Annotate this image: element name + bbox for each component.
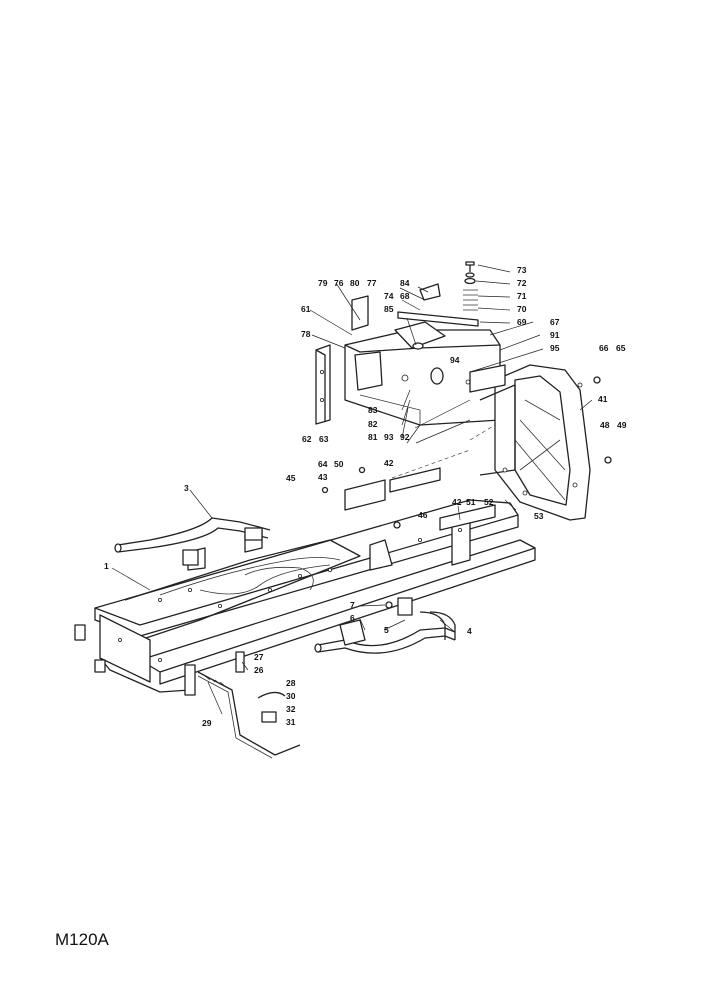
front-tube-bar bbox=[114, 517, 271, 566]
callout-41: 41 bbox=[598, 394, 608, 404]
callout-76: 76 bbox=[334, 278, 344, 288]
callout-labels: 1 3 4 5 6 7 26 27 28 29 30 31 32 41 42 4… bbox=[104, 265, 627, 728]
washer bbox=[393, 521, 401, 529]
callout-50: 50 bbox=[334, 459, 344, 469]
callout-65: 65 bbox=[616, 343, 626, 353]
mounting-bracket bbox=[469, 364, 506, 393]
callout-61: 61 bbox=[301, 304, 311, 314]
brake-linkage bbox=[197, 651, 301, 759]
callout-31: 31 bbox=[286, 717, 296, 727]
callout-51: 51 bbox=[466, 497, 476, 507]
callout-43: 43 bbox=[318, 472, 328, 482]
rail-brackets bbox=[344, 467, 496, 531]
callout-74: 74 bbox=[384, 291, 394, 301]
callout-93: 93 bbox=[384, 432, 394, 442]
callout-53: 53 bbox=[534, 511, 544, 521]
callout-81: 81 bbox=[368, 432, 378, 442]
callout-67: 67 bbox=[550, 317, 560, 327]
leader-lines bbox=[111, 264, 593, 715]
callout-32: 32 bbox=[286, 704, 296, 714]
callout-42-lower: 42 bbox=[452, 497, 462, 507]
diagram-code: M120A bbox=[55, 930, 110, 949]
rear-side-plate bbox=[479, 364, 591, 521]
callout-68: 68 bbox=[400, 291, 410, 301]
callout-46: 46 bbox=[418, 510, 428, 520]
callout-27: 27 bbox=[254, 652, 264, 662]
callout-49: 49 bbox=[617, 420, 627, 430]
callout-84: 84 bbox=[400, 278, 410, 288]
callout-3: 3 bbox=[184, 483, 189, 493]
rear-tube-bar bbox=[314, 597, 456, 654]
callout-66: 66 bbox=[599, 343, 609, 353]
callout-80: 80 bbox=[350, 278, 360, 288]
callout-83: 83 bbox=[368, 405, 378, 415]
callout-69: 69 bbox=[517, 317, 527, 327]
callout-64: 64 bbox=[318, 459, 328, 469]
callout-30: 30 bbox=[286, 691, 296, 701]
callout-71: 71 bbox=[517, 291, 527, 301]
callout-72: 72 bbox=[517, 278, 527, 288]
callout-77: 77 bbox=[367, 278, 377, 288]
callout-82: 82 bbox=[368, 419, 378, 429]
callout-52: 52 bbox=[484, 497, 494, 507]
callout-85: 85 bbox=[384, 304, 394, 314]
callout-28: 28 bbox=[286, 678, 296, 688]
callout-73: 73 bbox=[517, 265, 527, 275]
chassis-frame bbox=[74, 499, 536, 696]
callout-78: 78 bbox=[301, 329, 311, 339]
callout-79: 79 bbox=[318, 278, 328, 288]
callout-6: 6 bbox=[350, 613, 355, 623]
spring-assembly bbox=[351, 261, 479, 331]
callout-7: 7 bbox=[350, 600, 355, 610]
dashboard-panel bbox=[344, 321, 501, 426]
callout-92: 92 bbox=[400, 432, 410, 442]
callout-4: 4 bbox=[467, 626, 472, 636]
callout-62: 62 bbox=[302, 434, 312, 444]
assembly-guide-line bbox=[469, 424, 496, 441]
nut bbox=[385, 601, 393, 609]
callout-63: 63 bbox=[319, 434, 329, 444]
callout-91: 91 bbox=[550, 330, 560, 340]
callout-70: 70 bbox=[517, 304, 527, 314]
callout-1: 1 bbox=[104, 561, 109, 571]
side-bracket bbox=[315, 344, 331, 425]
callout-45: 45 bbox=[286, 473, 296, 483]
callout-94: 94 bbox=[450, 355, 460, 365]
callout-42-upper: 42 bbox=[384, 458, 394, 468]
washer-65 bbox=[593, 376, 601, 384]
callout-26: 26 bbox=[254, 665, 264, 675]
bolt-45 bbox=[321, 486, 329, 494]
callout-95: 95 bbox=[550, 343, 560, 353]
bolt-50 bbox=[358, 466, 366, 474]
nut-49 bbox=[604, 456, 612, 464]
callout-48: 48 bbox=[600, 420, 610, 430]
callout-5: 5 bbox=[384, 625, 389, 635]
callout-29: 29 bbox=[202, 718, 212, 728]
